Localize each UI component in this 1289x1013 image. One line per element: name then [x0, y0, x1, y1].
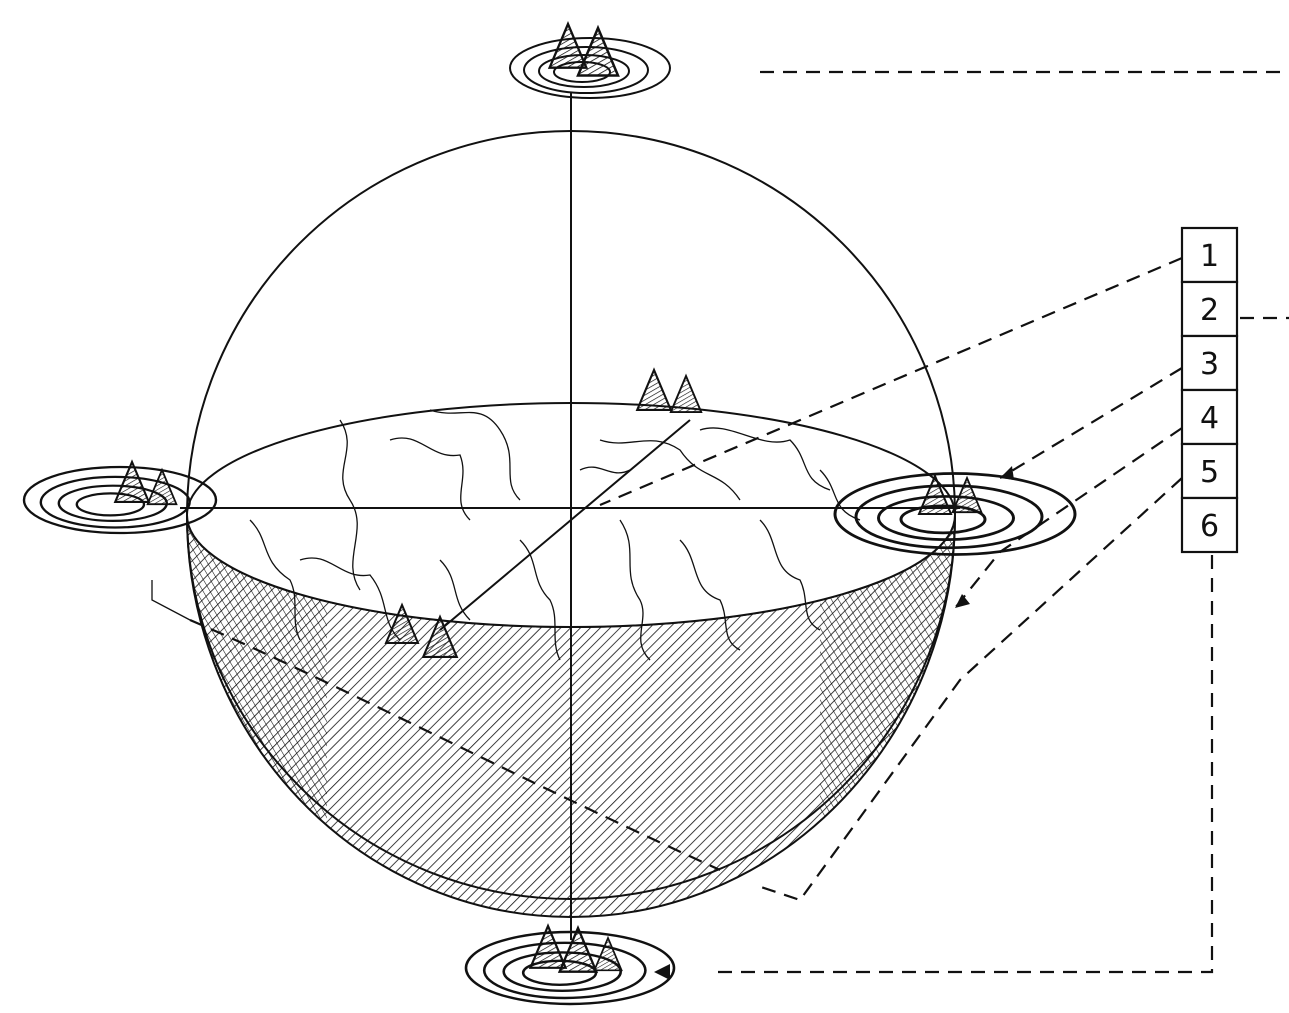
legend-item-6: 6 — [1182, 498, 1237, 552]
legend-item-5: 5 — [1182, 444, 1237, 498]
legend-item-2: 2 — [1182, 282, 1237, 336]
legend-label: 5 — [1200, 455, 1219, 490]
legend-label: 1 — [1200, 239, 1219, 274]
pyramid-cluster-icon — [530, 926, 621, 972]
legend-label: 3 — [1200, 347, 1219, 382]
legend-item-3: 3 — [1182, 336, 1237, 390]
legend-label: 6 — [1200, 509, 1219, 544]
connector-legend-3 — [1000, 368, 1182, 480]
legend: 1 2 3 4 5 6 — [1182, 228, 1237, 552]
pyramid-cluster-icon — [550, 24, 618, 76]
vortex-node-top — [510, 24, 670, 98]
pyramid-cluster-icon — [637, 370, 701, 412]
legend-item-4: 4 — [1182, 390, 1237, 444]
legend-label: 2 — [1200, 293, 1219, 328]
legend-item-1: 1 — [1182, 228, 1237, 282]
connector-legend-4 — [955, 428, 1182, 608]
legend-label: 4 — [1200, 401, 1219, 436]
